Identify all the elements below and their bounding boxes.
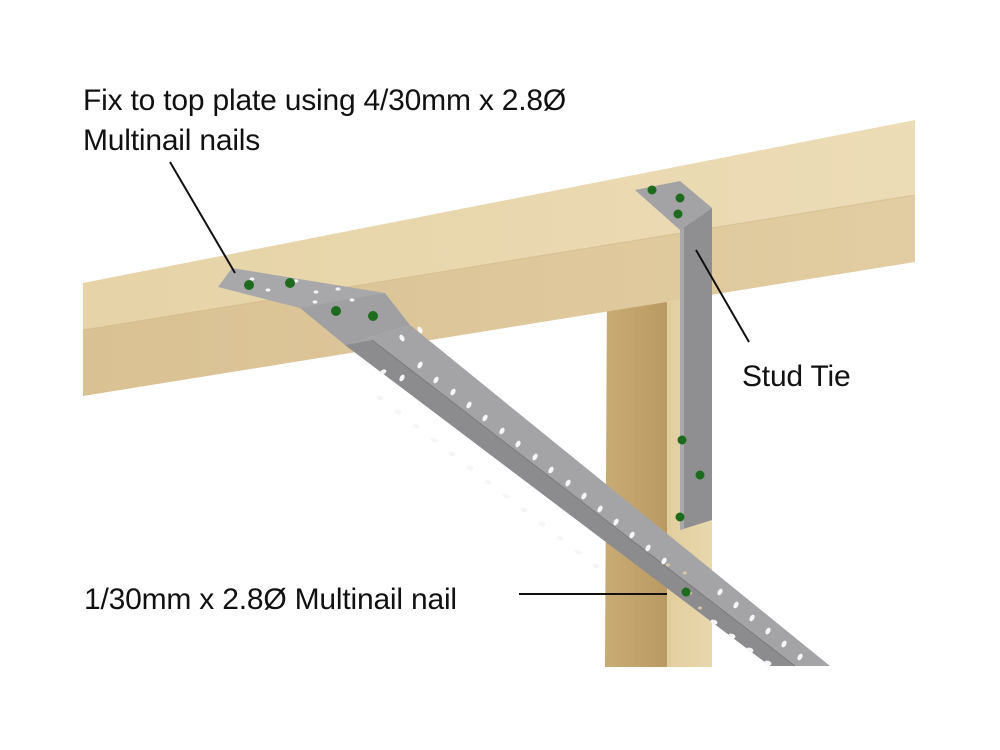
nail-head-icon [675,512,685,522]
nail-head-icon [675,193,685,203]
stud-side-face [605,278,667,667]
brace-diagonal-dark [345,340,795,666]
stud-nail-label: 1/30mm x 2.8Ø Multinail nail [84,583,457,616]
nail-head-icon [244,280,254,290]
top-plate-fixing-line1: Fix to top plate using 4/30mm x 2.8Ø [83,84,567,117]
brace-diagonal-light [345,325,830,666]
top-plate-fixing-line2: Multinail nails [83,124,261,157]
leader-lines [169,161,750,595]
bracing-strap [218,268,830,667]
nail-head-icon [647,185,657,195]
nail-head-icon [695,470,705,480]
nail-head-icon [368,311,378,321]
nail-head-icon [681,587,691,597]
beam-top-face [83,120,915,330]
stud-tie-label: Stud Tie [742,360,851,393]
nail-head-icon [285,278,295,288]
stud-tie [635,181,712,530]
leader-line-stud-tie [695,249,750,343]
top-plate-beam [82,120,916,396]
nail-head-icon [673,209,683,219]
nail-head-icon [677,435,687,445]
nail-head-icon [331,306,341,316]
leader-line-top-plate [169,161,236,274]
top-plate-fixing-label: Fix to top plate using 4/30mm x 2.8Ø Mul… [83,81,566,161]
stud-tie-vertical-strap [680,208,712,530]
